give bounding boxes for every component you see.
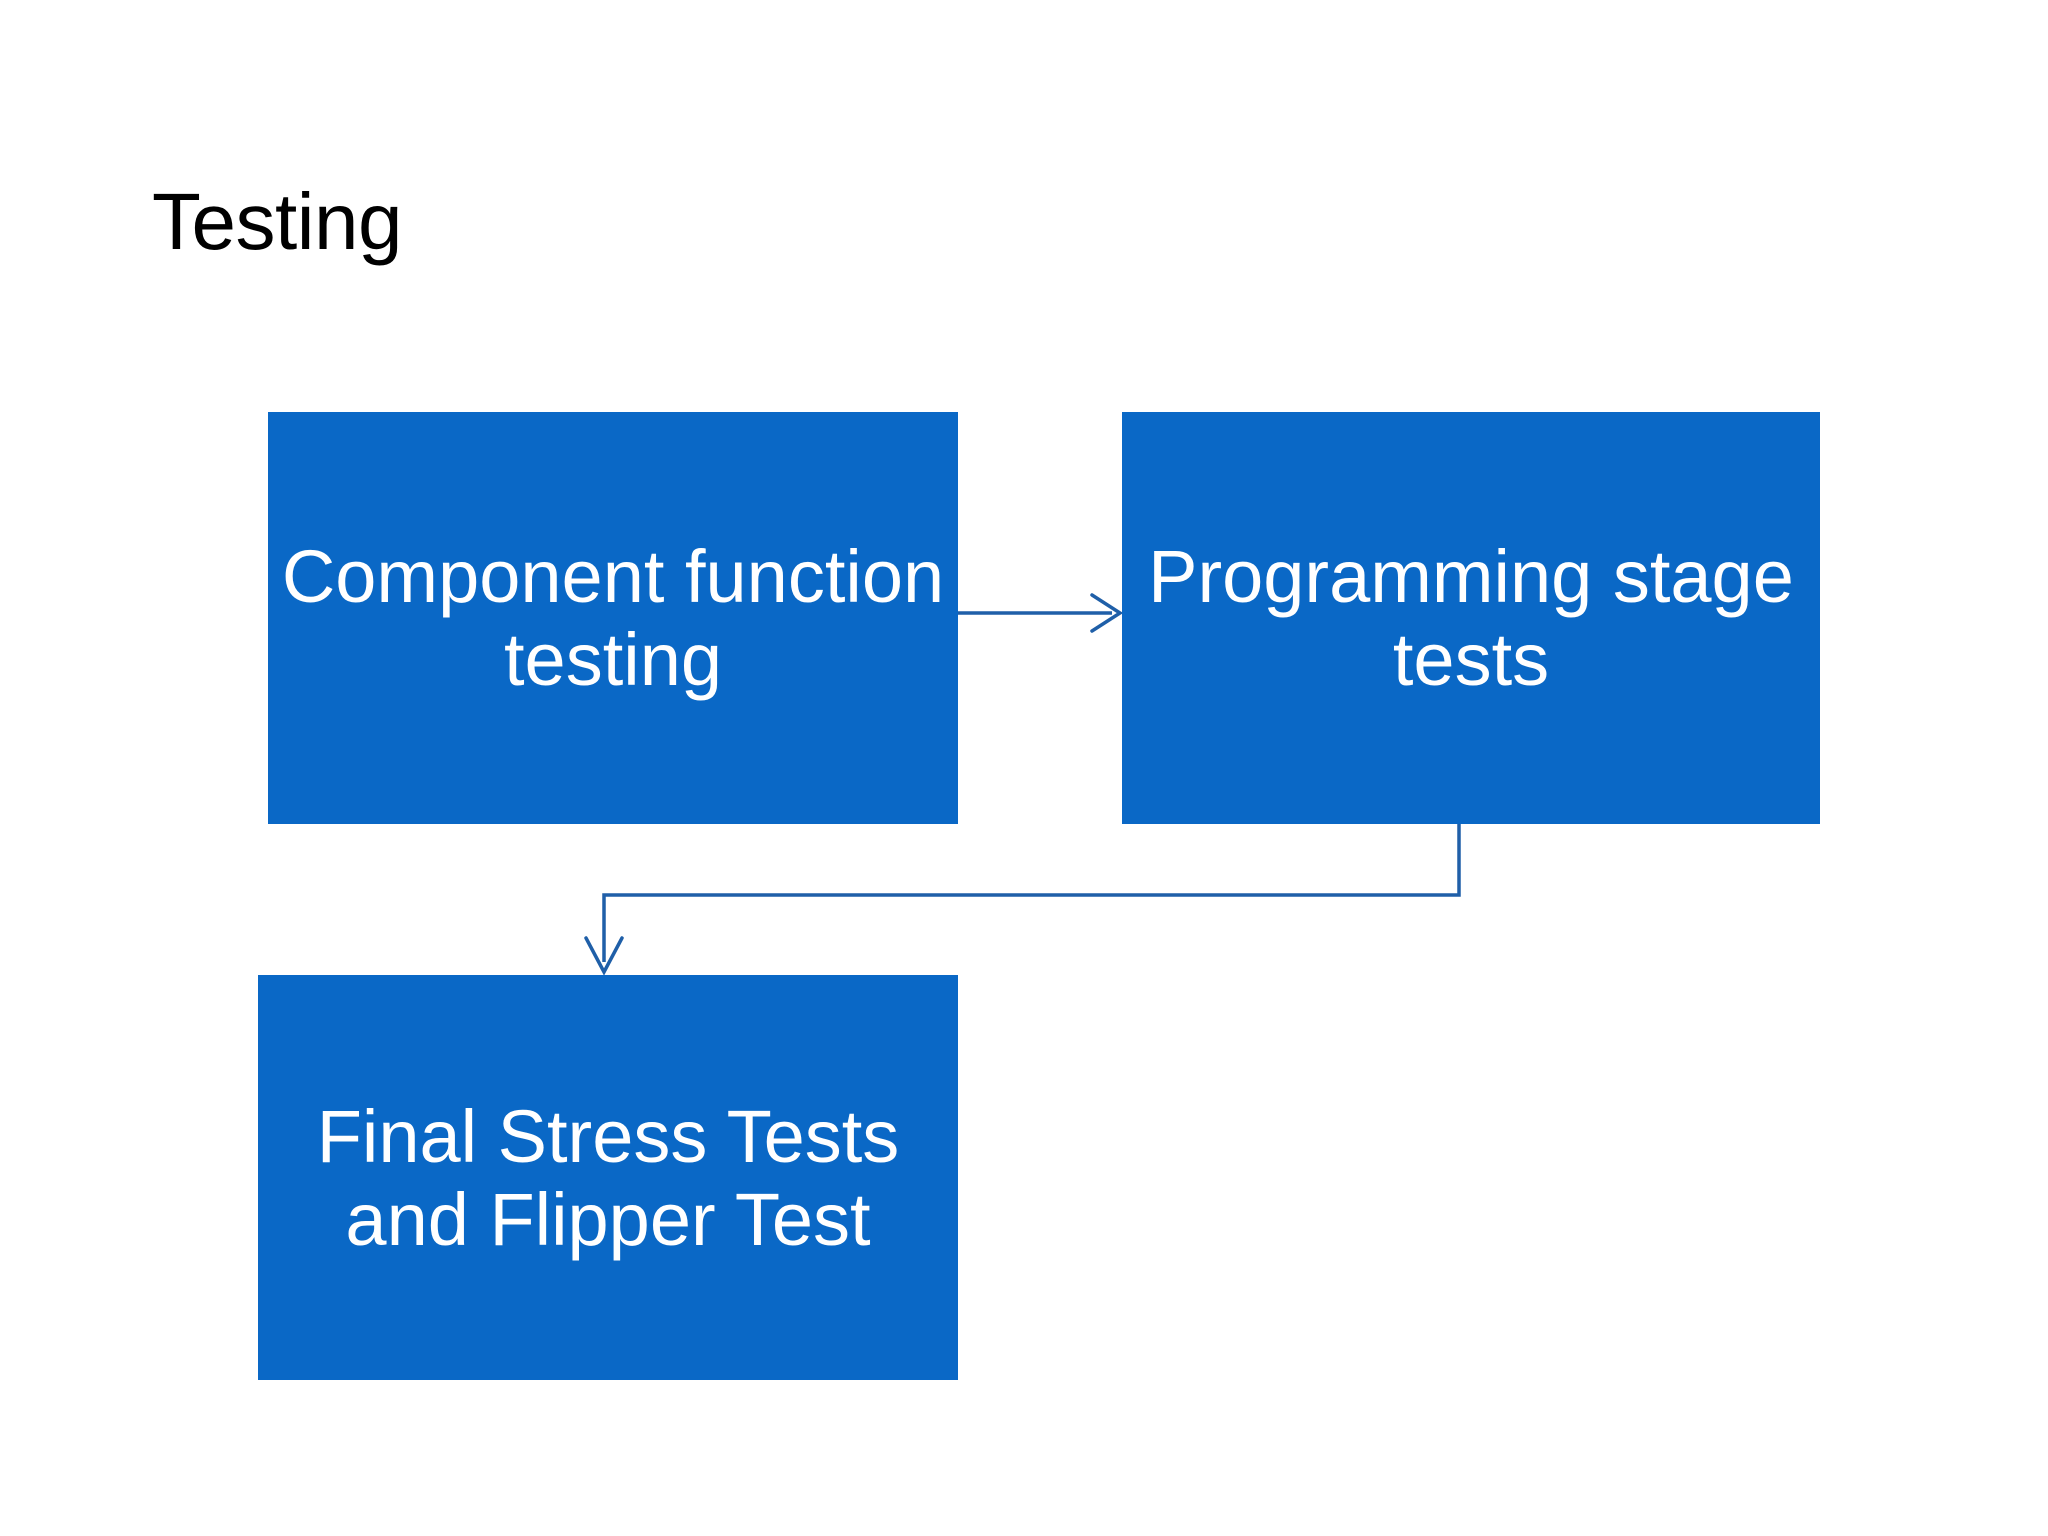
flow-node-label: Programming stage tests [1148, 535, 1794, 701]
flow-node-label: Component function testing [281, 535, 945, 701]
flow-node-component-function-testing[interactable]: Component function testing [268, 412, 958, 824]
edge-line-elbow [602, 824, 1461, 962]
page-title: Testing [152, 177, 402, 266]
flow-node-final-stress-tests-and-flipper-test[interactable]: Final Stress Tests and Flipper Test [258, 975, 958, 1380]
arrowhead-open-right-icon [1090, 593, 1124, 633]
edge-component-to-programming [947, 593, 1124, 633]
flow-node-programming-stage-tests[interactable]: Programming stage tests [1122, 412, 1820, 824]
flow-node-label: Final Stress Tests and Flipper Test [316, 1094, 900, 1261]
edge-programming-to-final [584, 824, 1461, 976]
arrowhead-open-down-icon [584, 936, 624, 976]
